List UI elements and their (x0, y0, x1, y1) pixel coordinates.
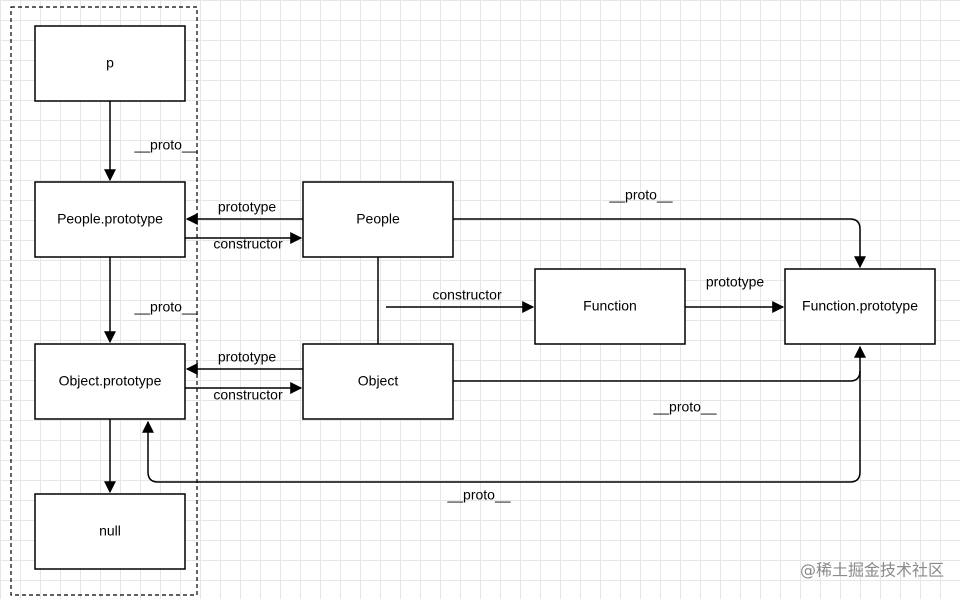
node-object-label: Object (358, 373, 399, 389)
node-people[interactable]: People (302, 181, 454, 258)
node-people-label: People (356, 211, 400, 227)
node-function-label: Function (583, 298, 637, 314)
edge-object-to-function-prototype (453, 345, 866, 382)
node-null-label: null (99, 523, 121, 539)
node-p-label: p (106, 55, 114, 71)
node-null[interactable]: null (34, 493, 186, 570)
label-function-prototype-to-object-prototype: __proto__ (446, 487, 510, 503)
node-object[interactable]: Object (302, 343, 454, 420)
watermark: @稀土掘金技术社区 (800, 561, 944, 580)
label-people-prototype-to-people: constructor (213, 236, 283, 252)
label-people-to-function-prototype: __proto__ (608, 187, 672, 203)
label-object-to-function-prototype: __proto__ (652, 399, 716, 415)
node-people-prototype-label: People.prototype (57, 211, 163, 227)
edge-people-to-function-prototype (453, 218, 866, 269)
label-function-to-function-prototype: prototype (706, 274, 765, 290)
node-function-prototype[interactable]: Function.prototype (784, 268, 936, 345)
node-function-prototype-label: Function.prototype (802, 298, 918, 314)
label-p-to-people-prototype: __proto__ (133, 137, 197, 153)
label-people-prototype-to-object-prototype: __proto__ (133, 299, 197, 315)
node-people-prototype[interactable]: People.prototype (34, 181, 186, 258)
label-people-to-people-prototype: prototype (218, 199, 277, 215)
node-p[interactable]: p (34, 25, 186, 102)
edge-function-prototype-to-object-prototype (142, 371, 861, 483)
instance-chain-group (10, 6, 198, 596)
label-object-prototype-to-object: constructor (213, 387, 283, 403)
label-constructor-to-function: constructor (432, 287, 502, 303)
label-object-to-object-prototype: prototype (218, 349, 277, 365)
node-object-prototype[interactable]: Object.prototype (34, 343, 186, 420)
node-function[interactable]: Function (534, 268, 686, 345)
node-object-prototype-label: Object.prototype (59, 373, 162, 389)
